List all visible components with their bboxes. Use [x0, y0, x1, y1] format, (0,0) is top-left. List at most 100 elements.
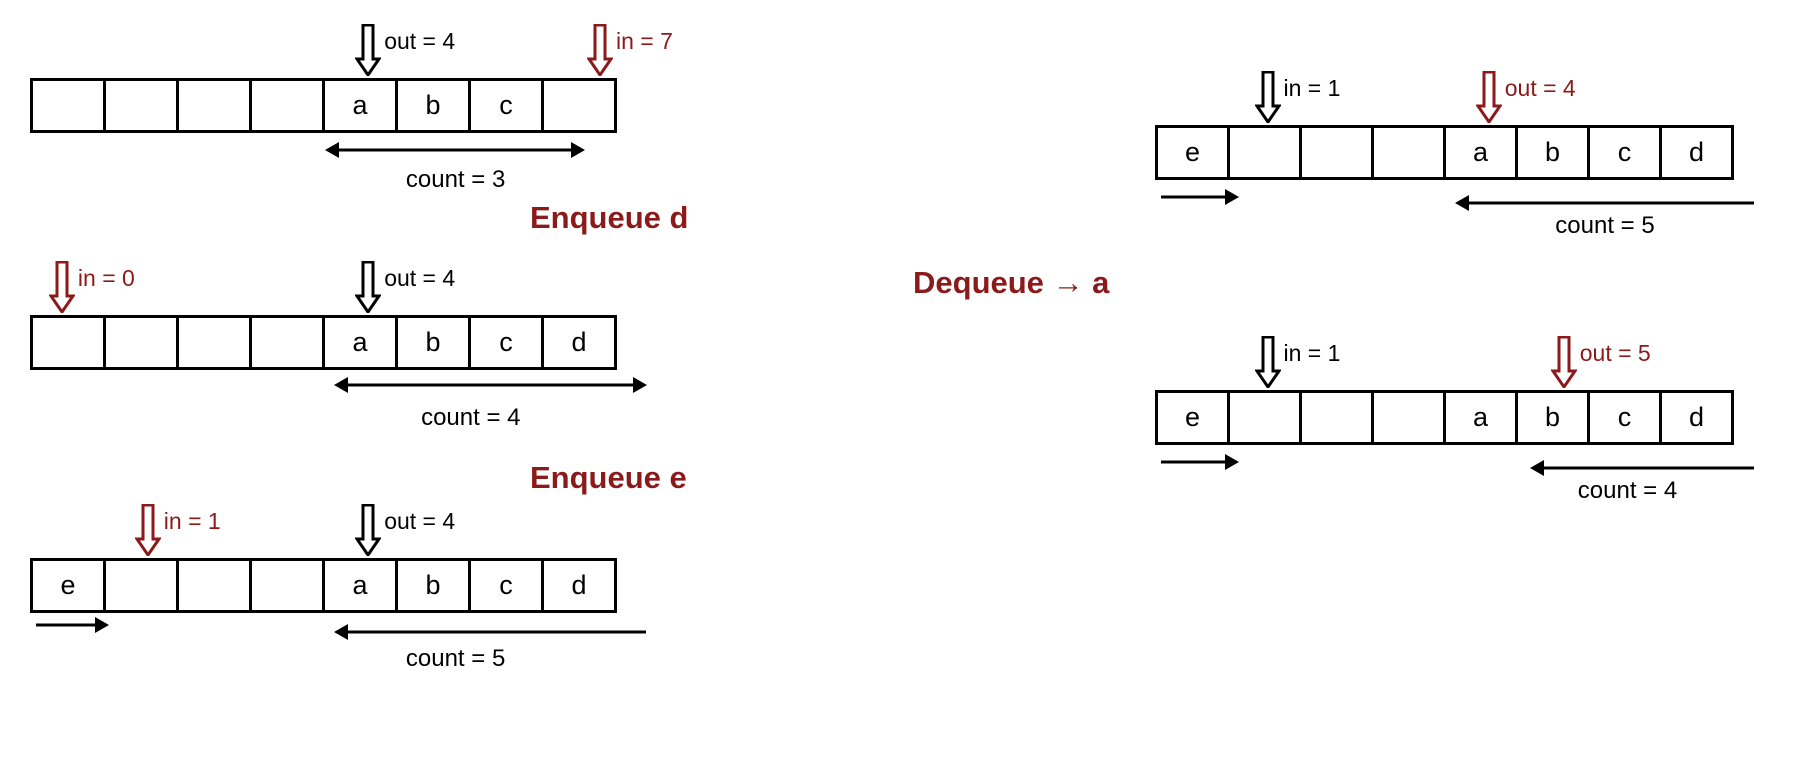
down-block-arrow-icon: [1254, 336, 1281, 388]
array-cell-d: d: [541, 315, 617, 370]
array-cell-empty: [176, 315, 252, 370]
array-cell-a: a: [322, 315, 398, 370]
pointer-label: out = 4: [384, 28, 456, 54]
pointer-label: in = 1: [163, 508, 221, 534]
array-cell-empty: [30, 78, 106, 133]
extent-arrow-icon: [324, 142, 585, 158]
extent-arrow-icon: [334, 624, 646, 640]
array-cell-empty: [249, 558, 325, 613]
count-label: count = 5: [405, 645, 506, 672]
array-cell-b: b: [395, 78, 471, 133]
pointer-label: in = 1: [1283, 75, 1341, 101]
array-cell-e: e: [1155, 125, 1230, 180]
in-pointer-arrow: [134, 504, 161, 556]
count-extent-arrow-double: [324, 141, 585, 159]
array-cell-empty: [1227, 125, 1302, 180]
count-extent-arrow-right: [1160, 188, 1240, 206]
array-cell-b: b: [395, 558, 471, 613]
extent-arrow-icon: [334, 377, 647, 393]
array-cell-b: b: [1515, 125, 1590, 180]
count-label: count = 4: [421, 404, 521, 431]
array-cell-empty: [1371, 125, 1446, 180]
array-cell-empty: [541, 78, 617, 133]
in-pointer-arrow: [48, 261, 75, 313]
extent-arrow-icon: [1455, 195, 1754, 211]
extent-arrow-icon: [1161, 454, 1240, 470]
out-pointer-arrow: [355, 24, 382, 76]
down-block-arrow-icon: [355, 261, 382, 313]
count-extent-arrow-left: [1455, 194, 1755, 212]
in-pointer-arrow: [1254, 71, 1281, 123]
out-pointer-arrow: [1550, 336, 1577, 388]
array-cell-a: a: [322, 78, 398, 133]
pointer-label: in = 1: [1283, 340, 1341, 366]
count-label: count = 5: [1555, 212, 1655, 239]
array-cell-c: c: [468, 78, 544, 133]
array-cell-d: d: [541, 558, 617, 613]
array-cell-empty: [103, 558, 179, 613]
in-pointer-arrow: [1254, 336, 1281, 388]
pointer-label: in = 0: [77, 265, 135, 291]
array-cell-empty: [176, 558, 252, 613]
down-block-arrow-icon: [355, 24, 382, 76]
array-cell-c: c: [468, 558, 544, 613]
down-block-arrow-icon: [1475, 71, 1502, 123]
array-cell-e: e: [30, 558, 106, 613]
down-block-arrow-icon: [587, 24, 613, 76]
operation-label-dequeue-a: Dequeue → a: [913, 265, 1110, 300]
extent-arrow-icon: [1161, 189, 1240, 205]
array-cell-empty: [1299, 390, 1374, 445]
pointer-label: out = 5: [1579, 340, 1651, 366]
array-cell-empty: [103, 78, 179, 133]
out-pointer-arrow: [355, 261, 382, 313]
array-cell-e: e: [1155, 390, 1230, 445]
out-pointer-arrow: [1475, 71, 1502, 123]
array-cell-empty: [1299, 125, 1374, 180]
in-pointer-arrow: [587, 24, 613, 76]
pointer-label: out = 4: [384, 265, 456, 291]
array-cell-b: b: [395, 315, 471, 370]
count-label: count = 4: [1577, 477, 1678, 504]
array-cell-empty: [176, 78, 252, 133]
operation-label-enqueue-d: Enqueue d: [530, 200, 689, 235]
pointer-label: in = 7: [616, 28, 673, 54]
count-extent-arrow-right: [1160, 453, 1240, 471]
pointer-label: out = 4: [384, 508, 456, 534]
array-cell-a: a: [1443, 125, 1518, 180]
array-cell-d: d: [1659, 125, 1734, 180]
array-cell-a: a: [322, 558, 398, 613]
array-cell-empty: [30, 315, 106, 370]
operation-label-enqueue-e: Enqueue e: [530, 460, 687, 495]
extent-arrow-icon: [36, 617, 110, 633]
count-extent-arrow-double: [334, 376, 647, 394]
count-extent-arrow-right: [35, 616, 110, 634]
count-label: count = 3: [405, 166, 506, 193]
array-cell-empty: [249, 78, 325, 133]
down-block-arrow-icon: [1550, 336, 1577, 388]
array-cell-empty: [249, 315, 325, 370]
down-block-arrow-icon: [355, 504, 382, 556]
array-cell-b: b: [1515, 390, 1590, 445]
down-block-arrow-icon: [1254, 71, 1281, 123]
array-cell-c: c: [1587, 390, 1662, 445]
pointer-label: out = 4: [1504, 75, 1576, 101]
array-cell-c: c: [468, 315, 544, 370]
down-block-arrow-icon: [48, 261, 75, 313]
out-pointer-arrow: [355, 504, 382, 556]
array-cell-c: c: [1587, 125, 1662, 180]
array-cell-empty: [1371, 390, 1446, 445]
down-block-arrow-icon: [134, 504, 161, 556]
array-cell-empty: [103, 315, 179, 370]
array-cell-a: a: [1443, 390, 1518, 445]
